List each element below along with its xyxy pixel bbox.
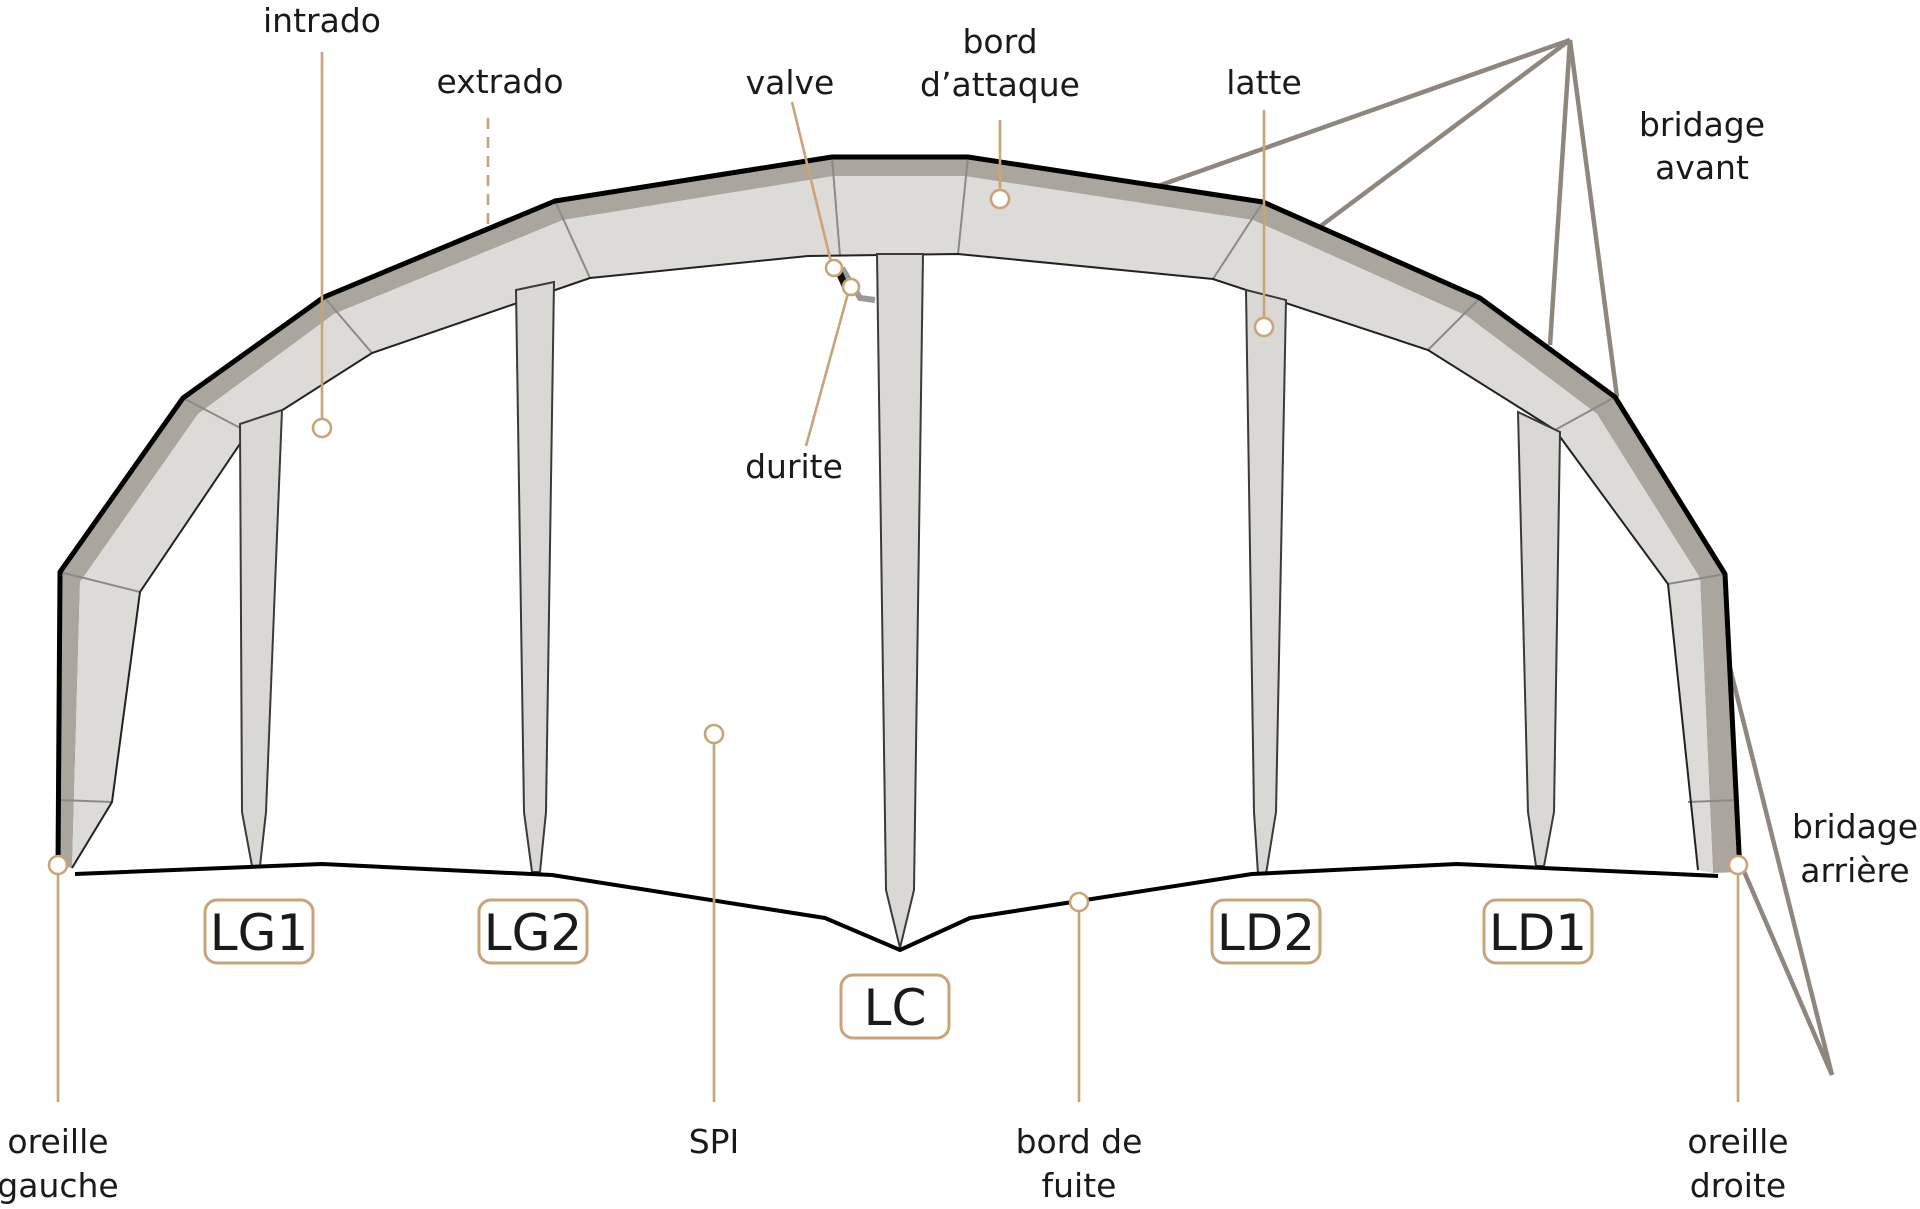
leading-edge-seams [59, 156, 1739, 803]
tag-lg2-text: LG2 [484, 904, 582, 962]
seam [1554, 396, 1616, 431]
dot-bord-attaque [989, 188, 1011, 210]
tag-lg1: LG1 [203, 898, 315, 965]
tag-lg2: LG2 [477, 898, 589, 965]
seam [1687, 799, 1739, 803]
seam [1427, 297, 1481, 351]
dot-durite [841, 277, 861, 297]
seam [554, 200, 591, 279]
seam [957, 156, 969, 255]
dot-intrado [311, 417, 333, 439]
label-oreille-gauche-1: oreille [7, 1122, 108, 1161]
tag-ld2: LD2 [1210, 898, 1322, 965]
label-oreille-droite-2: droite [1690, 1166, 1786, 1205]
label-spi: SPI [689, 1122, 740, 1161]
strut-lg2 [514, 280, 556, 873]
tag-ld2-text: LD2 [1217, 904, 1315, 962]
label-bord-fuite-2: fuite [1042, 1166, 1117, 1205]
seam [323, 296, 373, 354]
struts [238, 253, 1562, 949]
label-bridage-avant-1: bridage [1639, 105, 1765, 144]
seam [59, 571, 141, 593]
leading-edge-outline [55, 154, 1743, 873]
tag-lg1-text: LG1 [210, 904, 308, 962]
label-latte: latte [1226, 63, 1302, 102]
label-durite: durite [745, 447, 843, 486]
seam [182, 397, 249, 433]
tag-lc-text: LC [864, 979, 927, 1037]
strut-lc [875, 253, 925, 949]
label-valve: valve [746, 63, 835, 102]
dot-oreille-droite [1727, 854, 1749, 876]
dot-latte [1253, 316, 1275, 338]
label-bridage-arriere-1: bridage [1792, 807, 1918, 846]
label-bridage-arriere-2: arrière [1800, 851, 1909, 890]
label-bridage-avant-2: avant [1655, 148, 1749, 187]
label-intrado: intrado [263, 1, 381, 40]
label-oreille-gauche-2: gauche [0, 1166, 119, 1205]
front-bridle-line [1157, 37, 1571, 189]
label-bord-attaque-1: bord [962, 22, 1037, 61]
dot-bord-fuite [1068, 891, 1090, 913]
bridles [1157, 37, 1835, 1076]
leader-lines [56, 52, 1740, 1102]
dot-oreille-gauche [47, 854, 69, 876]
label-bord-fuite-1: bord de [1016, 1122, 1143, 1161]
tag-ld1-text: LD1 [1489, 904, 1587, 962]
tag-ld1: LD1 [1482, 898, 1594, 965]
rear-bridle-line [1727, 667, 1835, 1076]
dot-valve [824, 258, 844, 278]
seam [59, 799, 113, 803]
leader-dots [47, 188, 1749, 913]
front-bridle-line [1316, 38, 1572, 230]
leader-durite [804, 285, 852, 447]
leader-valve [790, 101, 834, 267]
rear-bridle-line [1737, 861, 1835, 1076]
dot-spi [703, 723, 725, 745]
front-bridle-line [1547, 39, 1573, 346]
label-extrado: extrado [436, 62, 563, 101]
tag-lc: LC [839, 973, 951, 1040]
seam [831, 156, 841, 257]
label-bord-attaque-2: d’attaque [920, 65, 1080, 104]
label-oreille-droite-1: oreille [1687, 1122, 1788, 1161]
seam [1212, 201, 1264, 280]
front-bridle-line [1567, 39, 1620, 398]
seam [1667, 573, 1726, 585]
strut-tags: LG1 LG2 LC LD2 LD1 [203, 898, 1594, 1040]
trailing-edge [74, 862, 1719, 952]
